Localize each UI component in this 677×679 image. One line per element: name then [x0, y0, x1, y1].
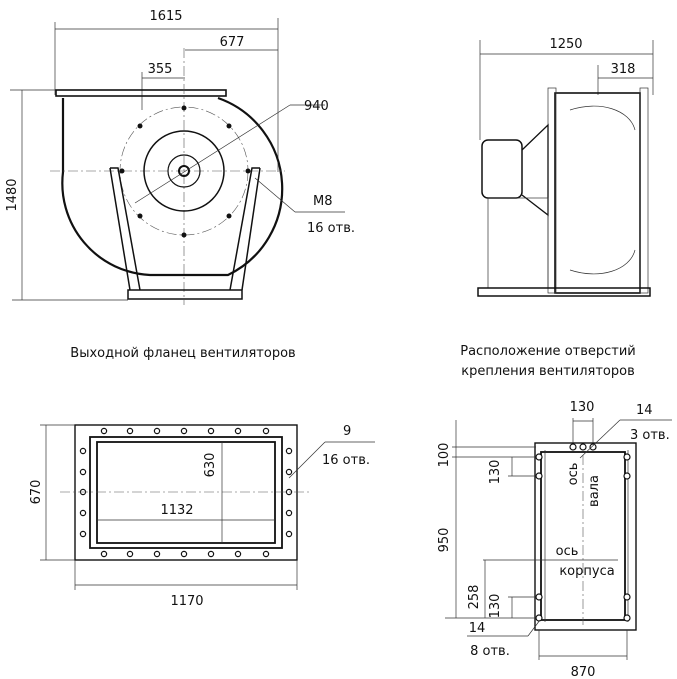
mounting-holes-view: 130 14 3 отв. 100 130 950 258 130 ось ва…	[437, 400, 672, 679]
side-view: 1250 318	[477, 37, 654, 297]
dim-258: 258	[467, 585, 482, 610]
shaft-axis-label-1: ось	[566, 463, 581, 486]
dim-inner-width: 1132	[160, 503, 193, 518]
dim-bolt-circle: 940	[304, 99, 329, 114]
flange-hole	[285, 447, 293, 455]
flange-hole	[180, 427, 188, 435]
front-view: 1615 677 355 1480 940 M8 16 отв.	[5, 9, 355, 305]
flange-hole	[207, 550, 215, 558]
flange-hole	[153, 427, 161, 435]
flange-hole	[180, 550, 188, 558]
mounting-caption-line1: Расположение отверстий	[460, 344, 636, 359]
flange-hole	[79, 447, 87, 455]
shaft-axis-label-2: вала	[587, 475, 602, 507]
dim-outer-height: 670	[29, 480, 44, 505]
dim-130-bottom: 130	[488, 594, 503, 619]
top-hole-dia: 14	[636, 403, 653, 418]
flange-hole	[285, 530, 293, 538]
flange-hole	[285, 468, 293, 476]
dim-inner-height: 630	[203, 453, 218, 478]
flange-holes	[79, 427, 293, 558]
dim-950: 950	[437, 528, 452, 553]
dim-100: 100	[437, 443, 452, 468]
flange-hole	[79, 468, 87, 476]
flange-hole	[285, 509, 293, 517]
flange-hole	[79, 509, 87, 517]
top-holes-count: 3 отв.	[630, 428, 670, 443]
body-axis-label-2: корпуса	[559, 564, 614, 579]
dim-outer-width: 1170	[170, 594, 203, 609]
bottom-holes-count: 8 отв.	[470, 644, 510, 659]
dim-offset: 318	[611, 62, 636, 77]
flange-hole	[153, 550, 161, 558]
outlet-flange-caption: Выходной фланец вентиляторов	[70, 346, 295, 361]
body-axis-label-1: ось	[556, 544, 579, 559]
bolt-holes	[119, 105, 251, 238]
flange-hole-dia: 9	[343, 424, 351, 439]
holes-label: 16 отв.	[307, 221, 355, 236]
flange-hole	[234, 550, 242, 558]
dim-outlet-shift: 355	[148, 62, 173, 77]
dim-130-top: 130	[488, 460, 503, 485]
dim-top-spacing: 130	[570, 400, 595, 415]
flange-hole	[262, 427, 270, 435]
flange-hole	[100, 550, 108, 558]
thread-label: M8	[313, 194, 333, 209]
flange-hole	[207, 427, 215, 435]
bottom-hole-dia: 14	[469, 621, 486, 636]
dim-length: 1250	[549, 37, 582, 52]
flange-hole	[234, 427, 242, 435]
flange-hole	[262, 550, 270, 558]
dim-height: 1480	[5, 178, 20, 211]
outlet-flange-view: 670 630 1132 1170 9 16 отв.	[29, 424, 375, 609]
flange-hole	[100, 427, 108, 435]
flange-holes-count: 16 отв.	[322, 453, 370, 468]
flange-hole	[79, 530, 87, 538]
dim-outlet-offset: 677	[220, 35, 245, 50]
dim-width: 1615	[149, 9, 182, 24]
dim-width: 870	[571, 665, 596, 679]
flange-hole	[126, 550, 134, 558]
mounting-caption-line2: крепления вентиляторов	[461, 364, 635, 379]
flange-hole	[126, 427, 134, 435]
